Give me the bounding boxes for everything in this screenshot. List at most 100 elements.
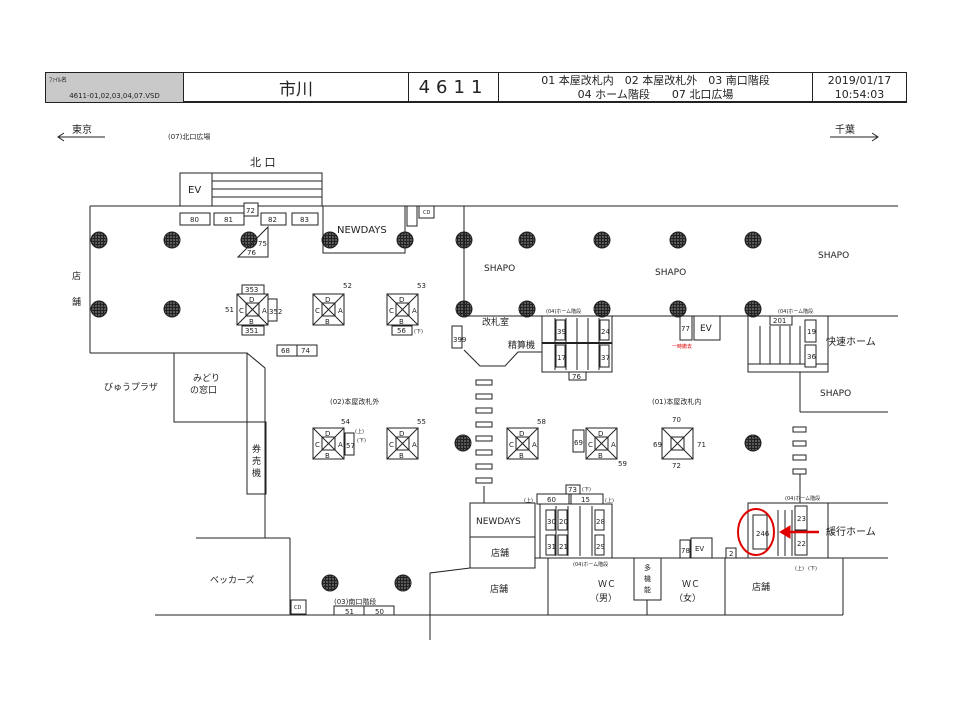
- fare-adjust-label: 精算機: [508, 339, 535, 351]
- ticket-gate[interactable]: [475, 435, 493, 442]
- box-17-label: 17: [557, 354, 566, 362]
- beckers-label: ベッカーズ: [210, 574, 255, 586]
- midori-window: [173, 352, 248, 423]
- shapo-1: SHAPO: [484, 264, 515, 274]
- up-label-15: (上): [605, 497, 614, 504]
- pillar-icon: [240, 231, 258, 249]
- escalator-letter: D: [325, 430, 330, 438]
- ticket-gate[interactable]: [792, 440, 807, 447]
- pillar-icon: [455, 300, 473, 318]
- ticket-gate[interactable]: [475, 407, 493, 414]
- box-22-label: 22: [797, 540, 806, 548]
- ev-south: [690, 537, 713, 559]
- highlight-arrow-icon: [779, 525, 819, 539]
- box-351: [241, 325, 265, 336]
- area-inside-gate: (01)本屋改札内: [652, 397, 701, 406]
- box-352-label: 352: [269, 308, 282, 316]
- escalator-letter: A: [412, 441, 417, 449]
- box-69-label: 69: [574, 439, 583, 447]
- escalator-letter: C: [239, 307, 244, 315]
- pillar-icon: [90, 231, 108, 249]
- box-83-label: 83: [300, 216, 309, 224]
- escalator-number: 59: [618, 460, 627, 468]
- box-83: [291, 212, 319, 226]
- view-plaza-label: びゅうプラザ: [104, 382, 158, 393]
- north-stairs: [211, 172, 323, 207]
- box-351-label: 351: [245, 327, 258, 335]
- shapo-4: SHAPO: [820, 389, 851, 399]
- box-399-label: 399: [453, 336, 466, 344]
- ticket-gate[interactable]: [792, 426, 807, 433]
- pillar-icon: [321, 574, 339, 592]
- box-57: [344, 432, 355, 456]
- ticket-gate[interactable]: [475, 421, 493, 428]
- stairs-label: (04)ホーム階段: [573, 561, 608, 568]
- ticket-gate[interactable]: [475, 449, 493, 456]
- box-76b-label: 76: [572, 373, 581, 381]
- escalator-letter: A: [532, 441, 537, 449]
- direction-chiba: 千葉: [835, 123, 855, 136]
- gate-room-label: 改札室: [482, 316, 509, 328]
- box-74-label: 74: [301, 347, 310, 355]
- box-30-label: 30: [547, 518, 556, 526]
- escalator-letter: A: [262, 307, 267, 315]
- ticket-machine-label-2: 売: [252, 455, 261, 467]
- stairs-label: (04)ホーム階段: [785, 495, 820, 502]
- ticket-gate[interactable]: [475, 463, 493, 470]
- escalator-letter: C: [389, 441, 394, 449]
- shop-left-1: 店: [72, 270, 81, 282]
- rapid-platform-label: 快速ホーム: [826, 336, 876, 348]
- escalator-letter: B: [399, 452, 404, 460]
- ticket-gate[interactable]: [475, 393, 493, 400]
- pillar-icon: [518, 300, 536, 318]
- escalator-side-number: 69: [653, 441, 662, 449]
- file-label: ﾌｧｲﾙ名: [49, 77, 68, 84]
- box-29-label: 29: [596, 543, 605, 551]
- multi-1: 多: [644, 563, 651, 572]
- escalator-letter: D: [325, 296, 330, 304]
- area-outside-gate: (02)本屋改札外: [330, 397, 379, 406]
- area-north-plaza: (07)北口広場: [168, 132, 210, 141]
- multipurpose-toilet: [633, 557, 662, 601]
- box-353-label: 353: [245, 286, 258, 294]
- ev-inside: [693, 315, 721, 341]
- pillar-icon: [163, 231, 181, 249]
- box-78: [679, 539, 691, 559]
- box-24-label: 24: [601, 328, 610, 336]
- ev-inside-label: EV: [700, 324, 713, 334]
- box-246-label: 246: [756, 530, 770, 538]
- box-51-label: 51: [345, 608, 354, 616]
- escalator-letter: D: [519, 430, 524, 438]
- midori-label-2: の窓口: [190, 384, 217, 396]
- cd-box-1: [406, 205, 418, 227]
- up-label-54: (上): [355, 428, 364, 435]
- box-39-label: 39: [557, 328, 566, 336]
- escalator-number: 70: [672, 416, 681, 424]
- box-399: [451, 325, 463, 349]
- escalator-letter: B: [519, 452, 524, 460]
- ticket-gate[interactable]: [792, 468, 807, 475]
- escalator-letter: B: [325, 452, 330, 460]
- box-20-label: 20: [559, 518, 568, 526]
- date: 2019/01/17: [827, 73, 892, 87]
- ticket-gate[interactable]: [475, 477, 493, 484]
- pillar-icon: [593, 231, 611, 249]
- pillar-icon: [744, 231, 762, 249]
- pillar-icon: [455, 231, 473, 249]
- ticket-gate[interactable]: [792, 454, 807, 461]
- ticket-gates: [475, 379, 807, 484]
- escalator-letter: D: [249, 296, 254, 304]
- ev-label: EV: [188, 185, 201, 196]
- escalator-number: 54: [341, 418, 350, 426]
- ticket-gate[interactable]: [475, 379, 493, 386]
- arrow-east-icon: [830, 132, 879, 142]
- home-stairs-rapid: (04)ホーム階段 201 19 36: [747, 308, 829, 373]
- file-name: 4611-01,02,03,04,07.VSD: [69, 92, 160, 100]
- newdays-south-label: NEWDAYS: [476, 517, 521, 527]
- escalator-letter: D: [399, 430, 404, 438]
- ticket-machine-label-3: 機: [252, 467, 261, 479]
- north-exit-label: 北 口: [250, 156, 276, 169]
